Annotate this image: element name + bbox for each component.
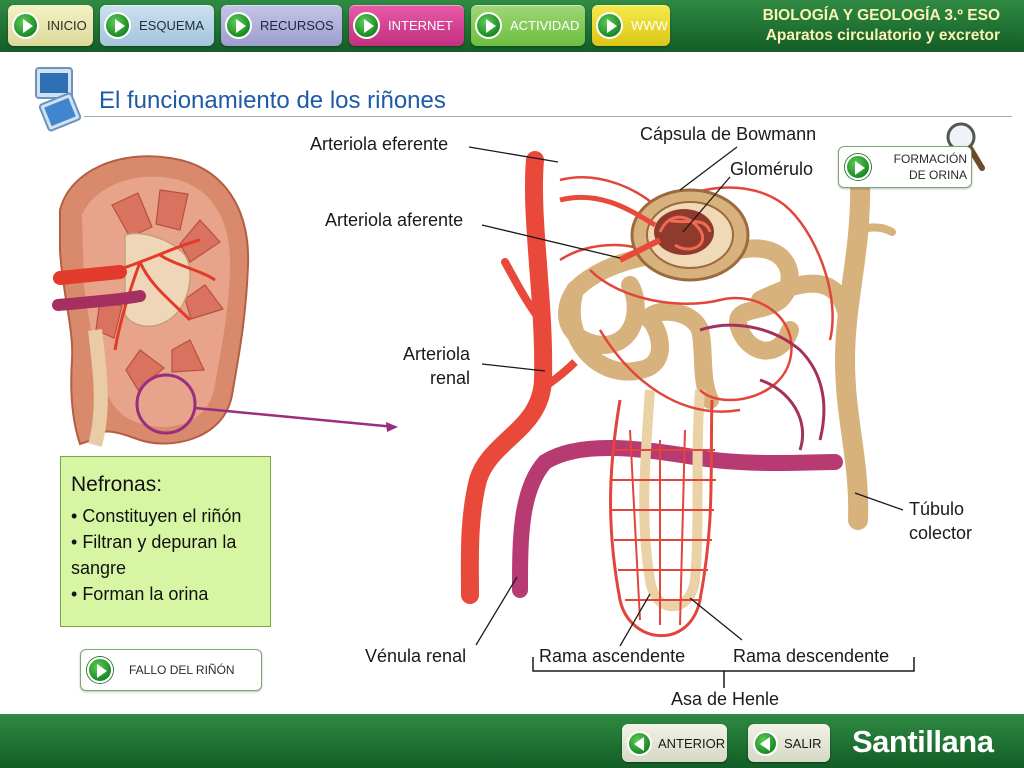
salir-label: SALIR xyxy=(784,735,822,751)
play-icon xyxy=(225,12,252,39)
course-subject: BIOLOGÍA Y GEOLOGÍA 3.º ESO xyxy=(762,7,1000,24)
nephron-diagram: Arteriola eferente Cápsula de Bowmann Gl… xyxy=(0,120,1024,720)
nav-inicio-button[interactable]: INICIO xyxy=(8,5,93,46)
play-icon xyxy=(353,12,380,39)
nephron-illustration xyxy=(52,146,915,688)
magnifier-icon[interactable] xyxy=(944,120,986,176)
label-arteriola-renal-line2: renal xyxy=(429,368,470,388)
play-icon xyxy=(12,12,39,39)
nav-recursos-button[interactable]: RECURSOS xyxy=(221,5,342,46)
label-arteriola-renal-line1: Arteriola xyxy=(402,344,470,364)
info-item: Forman la orina xyxy=(71,581,262,607)
salir-button[interactable]: SALIR xyxy=(748,724,830,762)
nefronas-info-box: Nefronas: Constituyen el riñón Filtran y… xyxy=(60,456,271,627)
play-icon xyxy=(475,12,502,39)
play-icon xyxy=(87,657,113,683)
label-asa-henle: Asa de Henle xyxy=(671,689,780,709)
back-arrow-icon xyxy=(627,730,652,756)
play-icon xyxy=(845,154,871,180)
nav-www-button[interactable]: WWW xyxy=(592,5,670,46)
formacion-label-line1: FORMACIÓN xyxy=(893,152,967,166)
label-arteriola-renal: Arteriola renal xyxy=(360,342,470,390)
nav-esquema-button[interactable]: ESQUEMA xyxy=(100,5,214,46)
label-rama-descendente: Rama descendente xyxy=(733,646,890,666)
formacion-de-orina-label: FORMACIÓN DE ORINA xyxy=(879,151,967,183)
page-icon xyxy=(35,67,82,132)
fallo-del-rinon-label: FALLO DEL RIÑÓN xyxy=(129,663,235,677)
anterior-label: ANTERIOR xyxy=(658,735,726,751)
formacion-de-orina-button[interactable]: FORMACIÓN DE ORINA xyxy=(838,146,972,188)
label-rama-ascendente: Rama ascendente xyxy=(539,646,686,666)
info-item: Filtran y depuran la sangre xyxy=(71,529,262,581)
back-arrow-icon xyxy=(753,730,778,756)
nav-esquema-label: ESQUEMA xyxy=(139,18,205,33)
info-item: Constituyen el riñón xyxy=(71,503,262,529)
nephron-illustration-main xyxy=(460,146,915,688)
santillana-logo: Santillana xyxy=(852,724,994,759)
label-tubulo-colector-line1: Túbulo xyxy=(909,499,965,519)
info-title: Nefronas: xyxy=(71,473,163,496)
label-tubulo-colector: Túbulo colector xyxy=(909,497,972,545)
page-title: El funcionamiento de los riñones xyxy=(99,87,446,114)
label-glomerulo: Glomérulo xyxy=(730,159,814,179)
nav-recursos-label: RECURSOS xyxy=(260,18,334,33)
nav-www-label: WWW xyxy=(631,18,668,33)
kidney-illustration xyxy=(52,155,398,447)
label-capsula-bowmann: Cápsula de Bowmann xyxy=(640,124,817,144)
info-list: Constituyen el riñón Filtran y depuran l… xyxy=(71,503,262,607)
label-arteriola-aferente: Arteriola aferente xyxy=(325,210,464,230)
nav-internet-button[interactable]: INTERNET xyxy=(349,5,464,46)
course-title: BIOLOGÍA Y GEOLOGÍA 3.º ESO Aparatos cir… xyxy=(763,6,1000,46)
play-icon xyxy=(596,12,623,39)
label-venula-renal: Vénula renal xyxy=(365,646,467,666)
top-navigation-bar: INICIO ESQUEMA RECURSOS INTERNET ACTIVID… xyxy=(0,0,1024,52)
title-divider xyxy=(84,116,1012,117)
nav-actividad-button[interactable]: ACTIVIDAD xyxy=(471,5,585,46)
course-unit: Aparatos circulatorio y excretor xyxy=(765,27,1000,44)
anterior-button[interactable]: ANTERIOR xyxy=(622,724,727,762)
nav-inicio-label: INICIO xyxy=(47,18,87,33)
formacion-label-line2: DE ORINA xyxy=(908,168,967,182)
label-tubulo-colector-line2: colector xyxy=(909,523,973,543)
nav-actividad-label: ACTIVIDAD xyxy=(510,18,580,33)
play-icon xyxy=(104,12,131,39)
label-arteriola-eferente: Arteriola eferente xyxy=(310,134,449,154)
fallo-del-rinon-button[interactable]: FALLO DEL RIÑÓN xyxy=(80,649,262,691)
nav-internet-label: INTERNET xyxy=(388,18,453,33)
bottom-navigation-bar: ANTERIOR SALIR xyxy=(0,714,1024,768)
